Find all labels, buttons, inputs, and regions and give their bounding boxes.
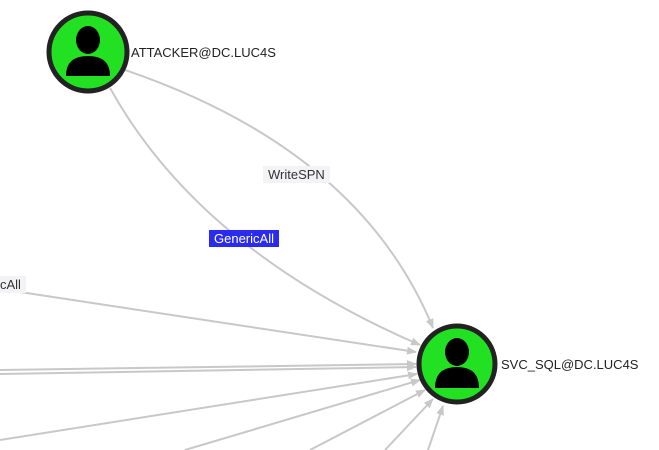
user-icon — [66, 26, 110, 76]
edge-incoming[interactable] — [384, 398, 434, 450]
edge-label-genericall-partial[interactable]: cAll — [0, 276, 26, 293]
edge-writespn[interactable] — [124, 69, 434, 329]
node-attacker[interactable] — [46, 10, 130, 94]
node-label-svc-sql[interactable]: SVC_SQL@DC.LUC4S — [501, 357, 639, 372]
edge-incoming[interactable] — [0, 371, 418, 441]
node-svc-sql[interactable] — [416, 323, 498, 405]
edge-genericall[interactable] — [109, 87, 421, 346]
edge-label-genericall[interactable]: GenericAll — [209, 230, 279, 247]
edge-incoming[interactable] — [184, 378, 421, 450]
edge-incoming[interactable] — [427, 405, 444, 450]
edge-incoming[interactable] — [0, 363, 417, 375]
edge-incoming[interactable] — [309, 389, 426, 450]
user-icon — [435, 338, 479, 388]
edge-incoming[interactable] — [19, 291, 417, 355]
edge-label-writespn[interactable]: WriteSPN — [263, 166, 330, 183]
node-label-attacker[interactable]: ATTACKER@DC.LUC4S — [131, 45, 276, 60]
edge-incoming[interactable] — [0, 360, 417, 371]
